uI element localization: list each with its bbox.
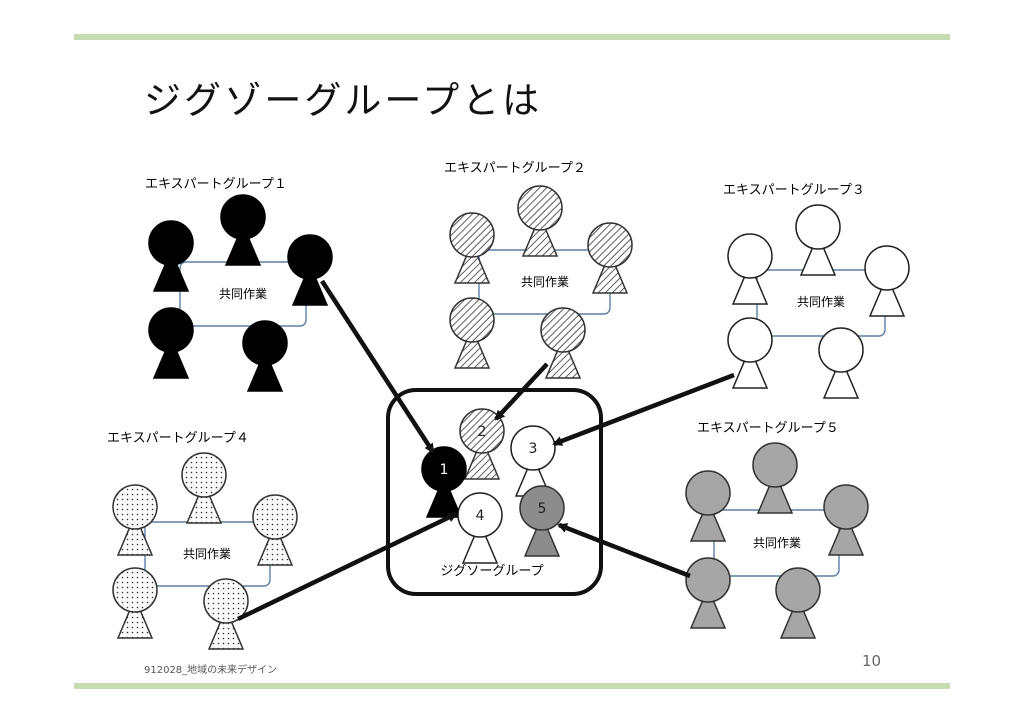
expert-group-1: エキスパートグループ１ 共同作業: [145, 177, 333, 392]
jigsaw-group: 2 3 1 4 5 ジグソーグループ: [386, 388, 603, 596]
person-icon: [449, 212, 495, 284]
person-icon: [519, 485, 565, 557]
jigsaw-member-number: 3: [529, 441, 538, 457]
person-icon: [148, 307, 194, 379]
expert-group-4-label: エキスパートグループ４: [107, 431, 249, 446]
person-icon: [203, 578, 249, 650]
person-icon: [752, 442, 798, 514]
person-icon: [510, 425, 556, 497]
person-icon: [112, 567, 158, 639]
person-icon: [727, 317, 773, 389]
expert-group-3: エキスパートグループ３ 共同作業: [723, 183, 910, 399]
expert-group-5: エキスパートグループ５ 共同作業: [685, 421, 869, 639]
jigsaw-member-number: 4: [476, 508, 485, 524]
jigsaw-group-label: ジグソーグループ: [440, 564, 543, 579]
bottom-accent-bar: [74, 683, 950, 689]
arrow-group5-to-jigsaw: [557, 522, 691, 579]
person-icon: [823, 484, 869, 556]
person-icon: [864, 245, 910, 317]
person-icon: [457, 492, 503, 564]
person-icon: [685, 470, 731, 542]
person-icon: [517, 185, 563, 257]
collab-label: 共同作業: [753, 536, 801, 550]
arrow-group3-to-jigsaw: [552, 372, 735, 447]
slide-title: ジグゾーグループとは: [144, 79, 543, 122]
person-icon: [287, 234, 333, 306]
collab-label: 共同作業: [183, 547, 231, 561]
person-icon: [795, 204, 841, 276]
collab-label: 共同作業: [219, 287, 267, 301]
person-icon: [587, 222, 633, 294]
person-icon: [685, 557, 731, 629]
jigsaw-member-number: 1: [440, 462, 449, 478]
expert-group-3-label: エキスパートグループ３: [723, 183, 865, 198]
person-icon: [181, 452, 227, 524]
person-icon: [727, 233, 773, 305]
arrow-group4-to-jigsaw: [237, 511, 458, 622]
arrow-group2-to-jigsaw: [494, 362, 549, 421]
collab-label: 共同作業: [521, 275, 569, 289]
person-icon: [148, 220, 194, 292]
expert-group-5-label: エキスパートグループ５: [697, 421, 839, 436]
footer-course-code: 912028_地域の未来デザイン: [144, 665, 278, 676]
expert-group-4: エキスパートグループ４ 共同作業: [107, 431, 298, 650]
person-icon: [818, 327, 864, 399]
jigsaw-member-number: 2: [478, 424, 487, 440]
person-icon: [775, 567, 821, 639]
person-icon: [252, 494, 298, 566]
jigsaw-member-number: 5: [538, 501, 547, 517]
expert-group-2-label: エキスパートグループ２: [444, 161, 586, 176]
person-icon: [112, 484, 158, 556]
person-icon: [220, 194, 266, 266]
person-icon: [540, 307, 586, 379]
collab-label: 共同作業: [797, 295, 845, 309]
expert-group-1-label: エキスパートグループ１: [145, 177, 287, 192]
expert-group-2: エキスパートグループ２ 共同作業: [444, 161, 633, 379]
arrow-group1-to-jigsaw: [320, 279, 435, 454]
person-icon: [242, 320, 288, 392]
page-number: 10: [862, 652, 882, 670]
jigsaw-group-frame: [386, 388, 603, 596]
person-icon: [449, 297, 495, 369]
top-accent-bar: [74, 34, 950, 40]
